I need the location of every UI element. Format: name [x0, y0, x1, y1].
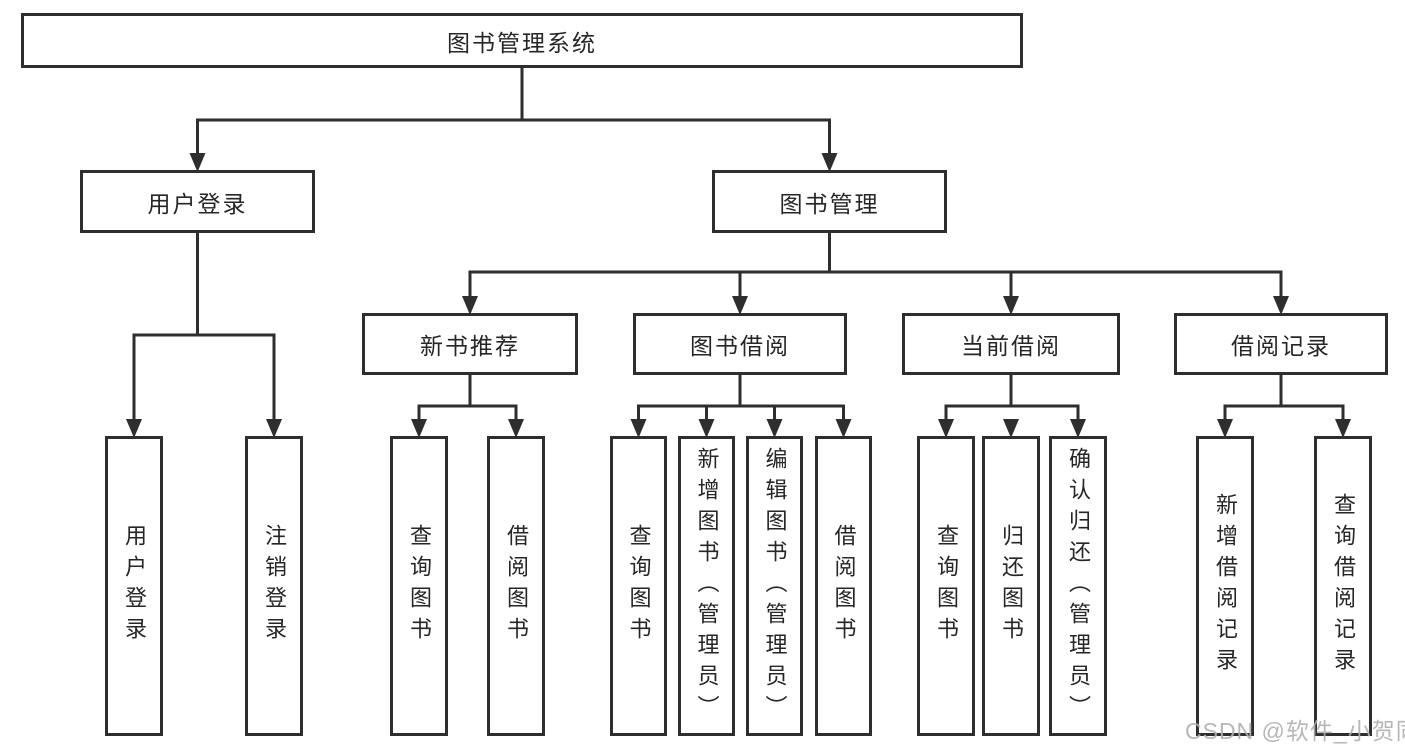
- arrowhead: [508, 419, 524, 438]
- arrowhead: [698, 419, 715, 438]
- node-book-management: 图书管理: [712, 170, 947, 233]
- arrowheads: [126, 153, 1351, 438]
- node-borrowing-records: 借阅记录: [1174, 313, 1388, 375]
- arrowhead: [126, 419, 142, 438]
- arrowhead: [1070, 419, 1086, 438]
- node-current-borrowing: 当前借阅: [902, 313, 1120, 375]
- arrowhead: [835, 419, 852, 438]
- node-new-book-recommend: 新书推荐: [362, 313, 578, 375]
- leaf-user-login: 用户登录: [105, 436, 163, 736]
- arrowhead: [732, 296, 748, 315]
- leaf-records-add-record: 新增借阅记录: [1196, 436, 1254, 736]
- csdn-watermark: CSDN @软件_小贺同学: [1185, 718, 1405, 744]
- connector-root-to-level2: [196, 65, 831, 158]
- node-user-login: 用户登录: [80, 170, 315, 233]
- arrowhead: [766, 419, 783, 438]
- leaf-recommend-query-books: 查询图书: [390, 436, 448, 736]
- connector-current-borrowing-to-leaves: [944, 373, 1080, 424]
- connector-user-login-to-leaves: [132, 231, 276, 424]
- connector-book-borrowing-to-leaves: [637, 373, 845, 424]
- leaf-current-query-books: 查询图书: [917, 436, 975, 736]
- leaf-records-query-record: 查询借阅记录: [1314, 436, 1372, 736]
- arrowhead: [189, 153, 206, 172]
- connector-new-book-recommend-to-leaves: [417, 373, 518, 424]
- leaf-borrowing-borrow-books: 借阅图书: [815, 436, 872, 736]
- connector-borrowing-records-to-leaves: [1223, 373, 1345, 424]
- arrowhead: [462, 296, 478, 315]
- connector-book-management-to-level3: [468, 231, 1283, 301]
- arrowhead: [938, 419, 954, 438]
- node-root: 图书管理系统: [21, 13, 1023, 68]
- leaf-current-confirm-return-admin: 确认归还（管理员）: [1049, 436, 1107, 736]
- leaf-borrowing-edit-books-admin: 编辑图书（管理员）: [746, 436, 803, 736]
- arrowhead: [1003, 419, 1019, 438]
- arrowhead: [1273, 296, 1289, 315]
- leaf-recommend-borrow-books: 借阅图书: [487, 436, 545, 736]
- arrowhead: [411, 419, 427, 438]
- arrowhead: [630, 419, 647, 438]
- leaf-borrowing-query-books: 查询图书: [610, 436, 667, 736]
- arrowhead: [1217, 419, 1233, 438]
- arrowhead: [1003, 296, 1019, 315]
- arrowhead: [1335, 419, 1351, 438]
- leaf-borrowing-add-books-admin: 新增图书（管理员）: [678, 436, 735, 736]
- arrowhead: [821, 153, 838, 172]
- arrowhead: [266, 419, 282, 438]
- leaf-current-return-books: 归还图书: [982, 436, 1040, 736]
- node-book-borrowing: 图书借阅: [633, 313, 847, 375]
- leaf-logout: 注销登录: [245, 436, 303, 736]
